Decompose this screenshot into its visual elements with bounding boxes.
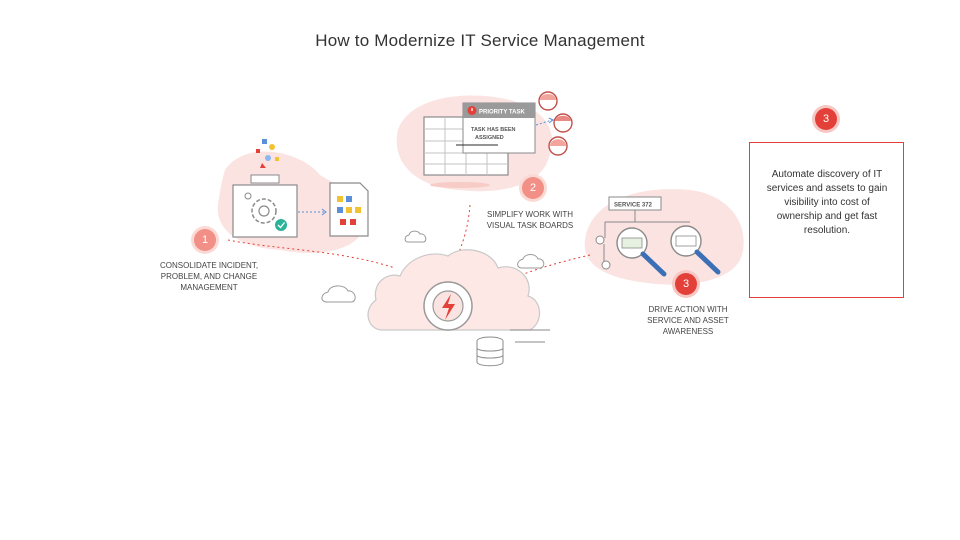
step-1-badge: 1 [194, 229, 216, 251]
callout-badge: 3 [815, 108, 837, 130]
callout-box [749, 142, 904, 298]
lightning-icon [442, 294, 455, 320]
node-left [595, 235, 605, 245]
avatar-1 [538, 91, 558, 111]
slide-title: How to Modernize IT Service Management [315, 31, 645, 50]
assigned-label-line2: ASSIGNED [475, 135, 504, 141]
small-cloud-3 [517, 254, 545, 269]
avatar-2 [553, 113, 573, 133]
server-lid [250, 174, 280, 184]
priority-label: PRIORITY TASK [479, 110, 525, 116]
step-3-caption: DRIVE ACTION WITH SERVICE AND ASSET AWAR… [647, 305, 729, 336]
service-tag-label: SERVICE 372 [614, 203, 653, 209]
small-cloud-2 [321, 285, 356, 303]
step-1-caption: CONSOLIDATE INCIDENT, PROBLEM, AND CHANG… [159, 261, 259, 292]
node-bottom [601, 260, 611, 270]
step-2-badge: 2 [522, 177, 544, 199]
step-3-badge: 3 [675, 273, 697, 295]
assigned-label-line1: TASK HAS BEEN [471, 127, 516, 133]
connector-2 [454, 204, 471, 263]
callout-text: Automate discovery of IT services and as… [766, 169, 888, 236]
step-2-caption: SIMPLIFY WORK WITH VISUAL TASK BOARDS [486, 210, 574, 230]
server-gear-icon [251, 198, 277, 224]
check-icon [275, 219, 287, 231]
database-body [476, 341, 504, 367]
small-cloud-1 [404, 230, 427, 243]
avatar-3 [548, 136, 568, 156]
